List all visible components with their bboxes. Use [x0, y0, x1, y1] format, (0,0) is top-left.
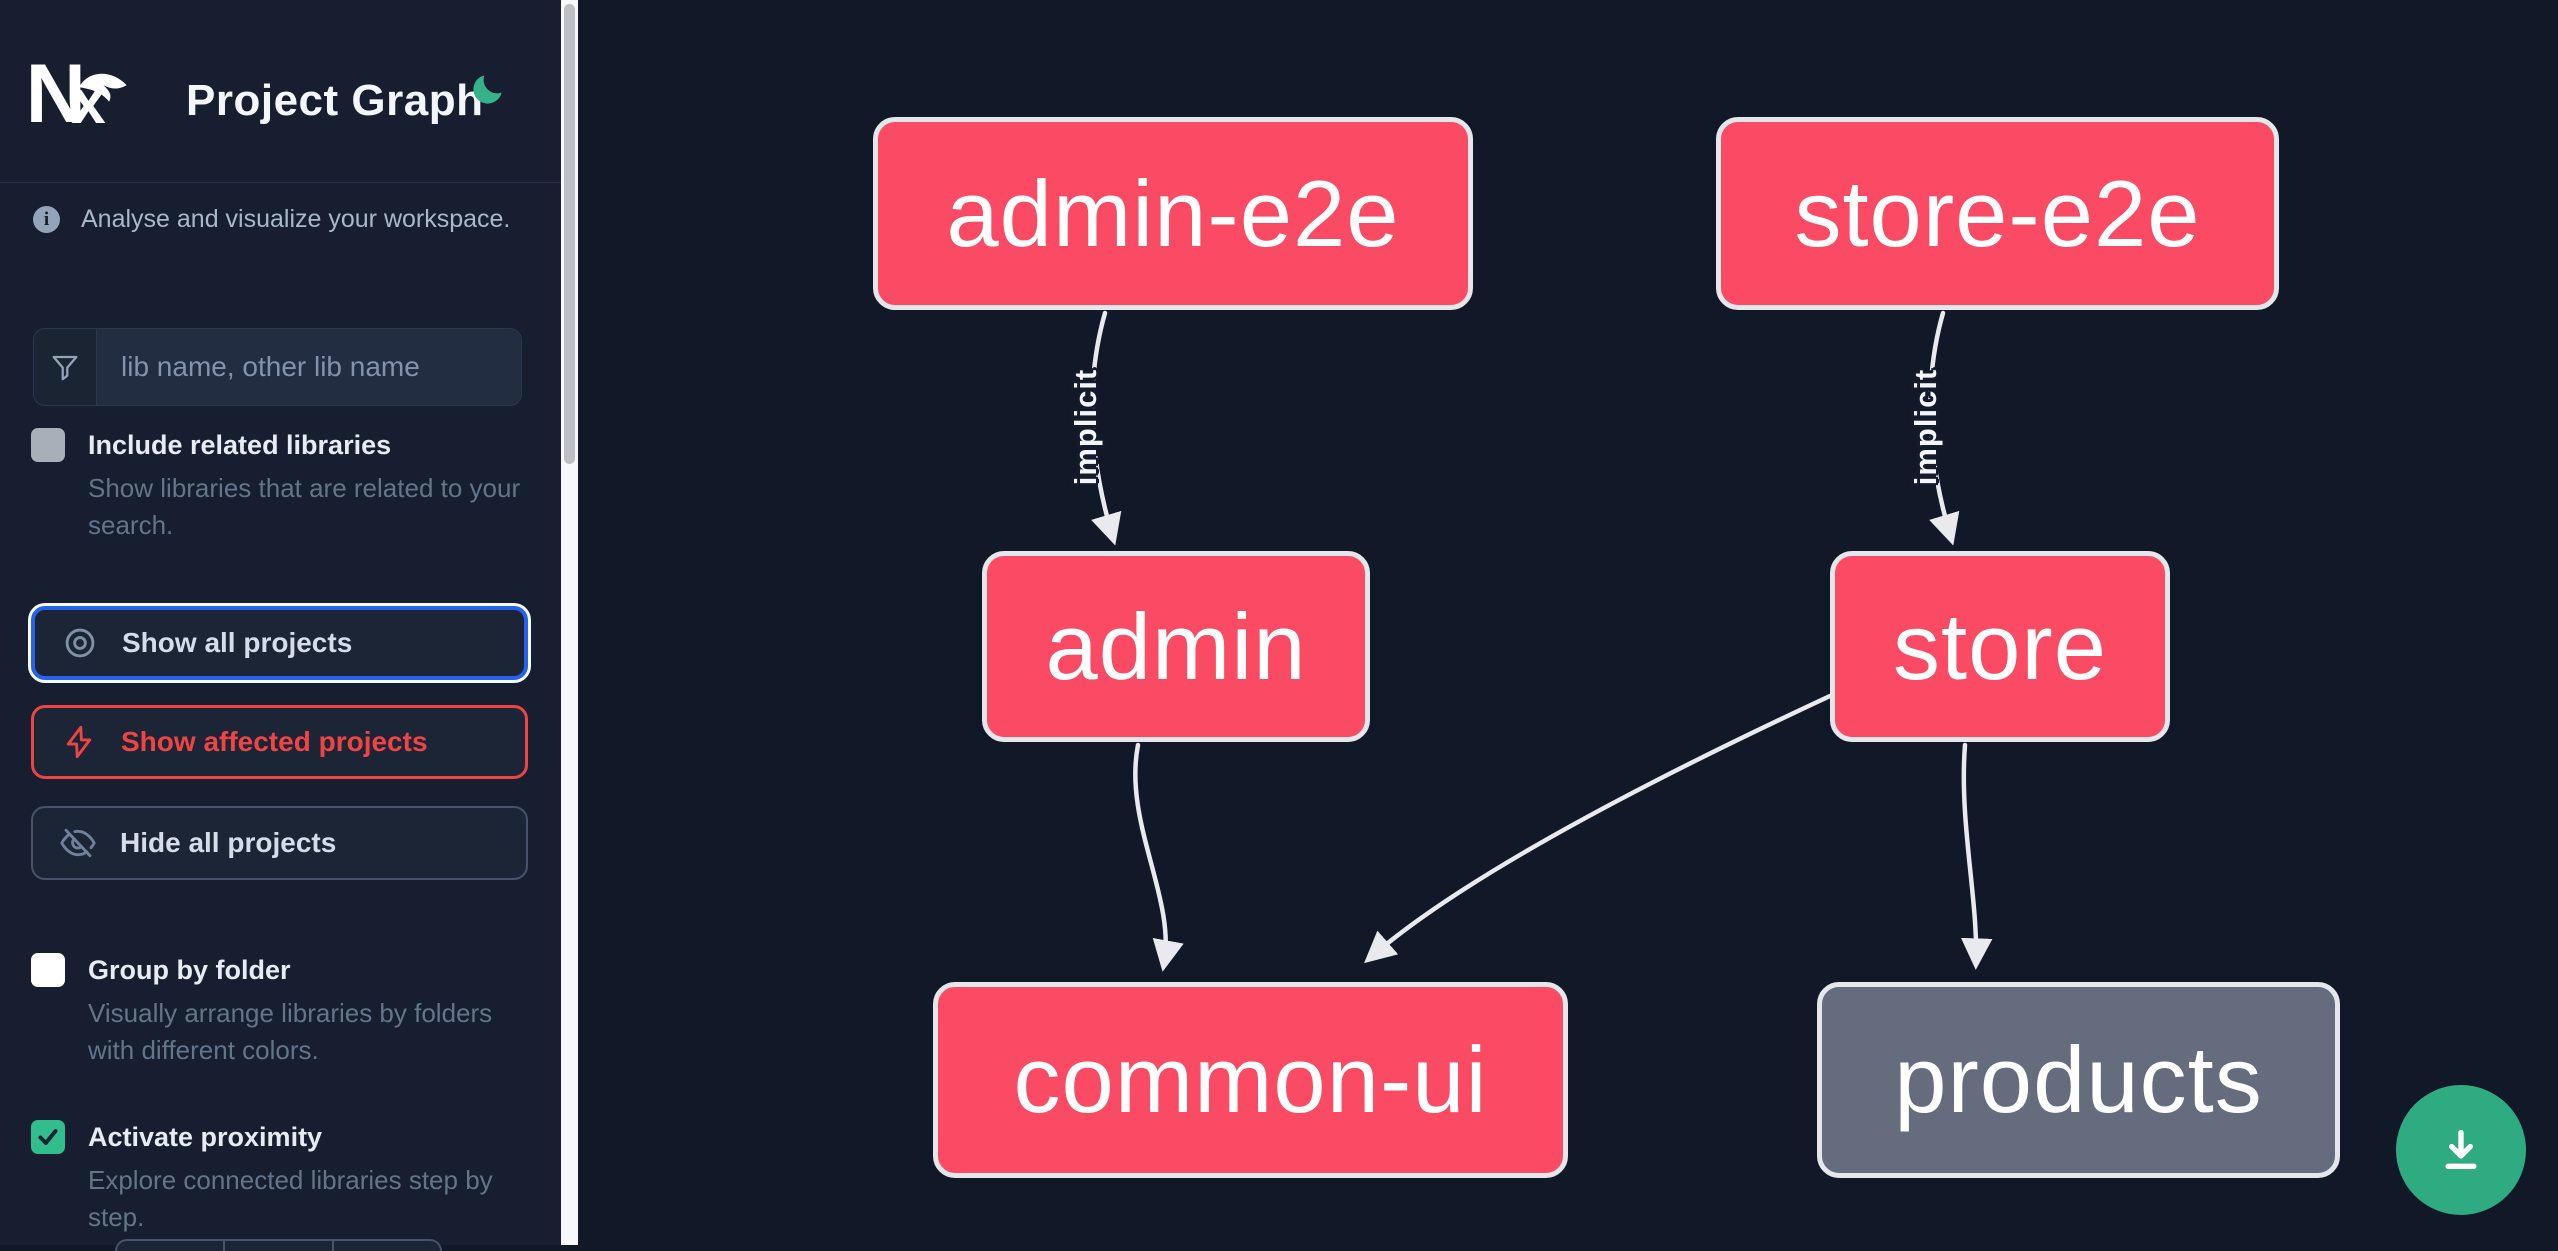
checkmark-icon — [38, 1129, 58, 1145]
filter-icon-cell — [34, 329, 97, 405]
include-related-description: Show libraries that are related to your … — [88, 473, 521, 540]
include-related-checkbox[interactable] — [31, 428, 65, 462]
group-by-folder-row: Group by folder Visually arrange librari… — [31, 951, 540, 1069]
project-node-store[interactable]: store — [1830, 551, 2170, 742]
project-node-admin[interactable]: admin — [982, 551, 1370, 742]
include-related-row: Include related libraries Show libraries… — [31, 426, 540, 544]
workspace-info: i Analyse and visualize your workspace. — [33, 205, 510, 234]
info-text: Analyse and visualize your workspace. — [81, 205, 511, 233]
hide-all-projects-button[interactable]: Hide all projects — [31, 806, 528, 880]
moon-icon — [473, 74, 502, 104]
search-box — [33, 328, 522, 406]
edge-admin-e2e-admin — [1090, 310, 1122, 546]
sidebar: N x Project Graph i Analyse and visualiz… — [0, 0, 561, 1251]
project-node-store-e2e[interactable]: store-e2e — [1716, 117, 2279, 310]
bolt-icon — [66, 725, 92, 759]
download-image-button[interactable] — [2396, 1085, 2526, 1215]
proximity-stepper[interactable] — [115, 1239, 442, 1251]
group-by-folder-description: Visually arrange libraries by folders wi… — [88, 998, 493, 1065]
show-all-projects-button[interactable]: Show all projects — [31, 606, 528, 680]
dependency-edges — [1090, 310, 1993, 972]
nx-logo: N x — [30, 58, 127, 126]
edge-store-e2e-store — [1928, 310, 1960, 546]
project-node-products[interactable]: products — [1817, 982, 2340, 1178]
edge-admin-common-ui — [1133, 742, 1184, 972]
theme-toggle-button[interactable] — [464, 66, 512, 114]
svg-text:N: N — [30, 58, 86, 126]
search-input[interactable] — [97, 329, 521, 405]
edge-store-common-ui — [1364, 693, 1833, 964]
info-icon: i — [33, 206, 60, 233]
graph-canvas[interactable]: implicit implicit admin-e2e store-e2e ad… — [578, 0, 2558, 1245]
page-title: Project Graph — [186, 76, 484, 125]
funnel-icon — [52, 355, 78, 381]
activate-proximity-description: Explore connected libraries step by step… — [88, 1165, 493, 1232]
activate-proximity-label: Activate proximity — [88, 1122, 323, 1152]
sidebar-header: N x Project Graph — [0, 0, 561, 183]
activate-proximity-row: Activate proximity Explore connected lib… — [31, 1118, 540, 1236]
show-affected-projects-label: Show affected projects — [121, 726, 428, 757]
show-all-projects-label: Show all projects — [122, 627, 353, 658]
stepper-value — [225, 1241, 334, 1251]
download-icon — [2445, 1129, 2477, 1170]
edge-label-implicit: implicit — [1068, 368, 1103, 486]
eye-icon — [65, 628, 95, 658]
show-affected-projects-button[interactable]: Show affected projects — [31, 705, 528, 779]
group-by-folder-label: Group by folder — [88, 955, 291, 985]
project-node-common-ui[interactable]: common-ui — [933, 982, 1568, 1178]
sidebar-scrollbar-thumb[interactable] — [564, 4, 575, 464]
edge-label-implicit: implicit — [1908, 368, 1943, 486]
project-node-admin-e2e[interactable]: admin-e2e — [873, 117, 1473, 310]
group-by-folder-checkbox[interactable] — [31, 953, 65, 987]
sidebar-scrollbar-track[interactable] — [561, 0, 578, 1245]
include-related-label: Include related libraries — [88, 430, 392, 460]
activate-proximity-checkbox[interactable] — [31, 1120, 65, 1154]
stepper-decrement[interactable] — [117, 1241, 226, 1251]
hide-all-projects-label: Hide all projects — [120, 827, 337, 858]
edge-store-products — [1960, 742, 1993, 970]
stepper-increment[interactable] — [334, 1241, 440, 1251]
eye-off-icon — [60, 828, 96, 858]
